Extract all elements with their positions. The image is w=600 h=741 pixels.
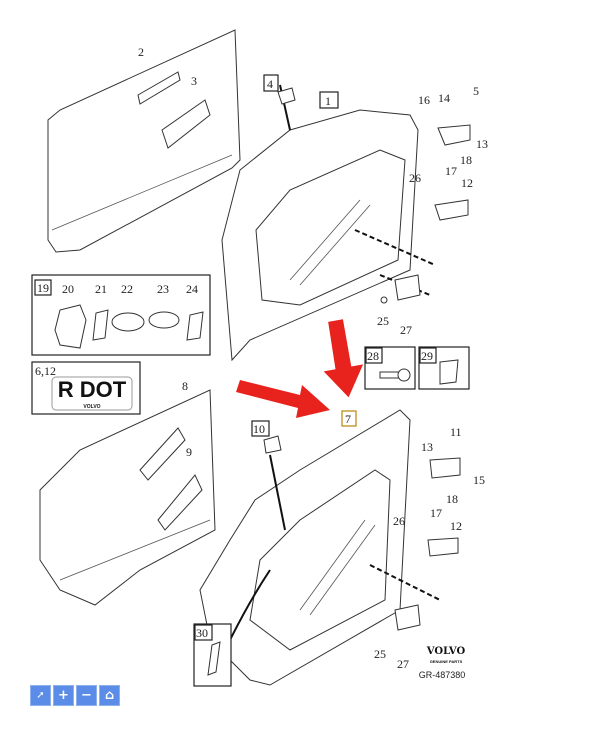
callout-27: 27 xyxy=(400,323,412,337)
zoom-out-button[interactable]: − xyxy=(76,685,97,706)
door-frame-top xyxy=(221,84,436,362)
hinges-top xyxy=(380,124,471,304)
kit-item: 23 xyxy=(157,282,169,296)
zoom-in-button[interactable]: + xyxy=(53,685,74,706)
callout-17: 17 xyxy=(430,506,442,520)
callout-26: 26 xyxy=(409,171,421,185)
zoom-out-icon: − xyxy=(81,688,92,703)
callout-14: 14 xyxy=(438,91,450,105)
red-arrows xyxy=(236,319,364,418)
callout-9: 9 xyxy=(186,445,192,459)
callout-13: 13 xyxy=(421,440,433,454)
brand-sub: GENUINE PARTS xyxy=(430,659,463,664)
callout-17: 17 xyxy=(445,164,457,178)
outer-panel-top xyxy=(47,29,241,253)
label-box-id: 6,12 xyxy=(35,364,56,378)
pointer-icon: ➚ xyxy=(36,690,45,701)
callout-18: 18 xyxy=(446,492,458,506)
callout-25: 25 xyxy=(377,314,389,328)
brand-name: VOLVO xyxy=(426,646,466,657)
callout-15: 15 xyxy=(473,473,485,487)
viewer-toolbar: ➚ + − ⌂ xyxy=(30,685,120,706)
callout-5: 5 xyxy=(473,84,479,98)
callout-8: 8 xyxy=(182,379,188,393)
bottom-callouts: 10 7 13 11 15 18 17 26 12 30 25 27 xyxy=(193,410,485,687)
top-callouts: 2 3 4 1 16 14 5 13 18 17 26 12 25 27 xyxy=(138,45,488,337)
kit-id: 19 xyxy=(37,281,49,295)
brand-ref: GR-487380 xyxy=(419,670,466,680)
callout-13: 13 xyxy=(476,137,488,151)
callout-29: 29 xyxy=(421,349,433,363)
home-button[interactable]: ⌂ xyxy=(99,685,120,706)
callout-30: 30 xyxy=(196,626,208,640)
callout-2: 2 xyxy=(138,45,144,59)
callout-16: 16 xyxy=(418,93,430,107)
kit-item: 22 xyxy=(121,282,133,296)
callout-4: 4 xyxy=(267,77,273,91)
callout-12: 12 xyxy=(450,519,462,533)
pointer-button[interactable]: ➚ xyxy=(30,685,51,706)
outer-panel-bottom: 8 9 xyxy=(39,379,216,606)
callout-3: 3 xyxy=(191,74,197,88)
callout-25: 25 xyxy=(374,647,386,661)
callout-7: 7 xyxy=(345,412,351,426)
home-icon: ⌂ xyxy=(104,688,115,703)
r-dot-label: R DOT xyxy=(58,377,127,402)
callout-26: 26 xyxy=(393,514,405,528)
kit-box: 19 20 21 22 23 24 xyxy=(31,274,211,356)
label-box: 6,12 R DOT VOLVO xyxy=(31,361,141,415)
boxes-28-29: 28 29 xyxy=(364,346,470,390)
zoom-in-icon: + xyxy=(58,688,69,703)
callout-28: 28 xyxy=(367,349,379,363)
callout-1: 1 xyxy=(325,94,331,108)
r-dot-brand: VOLVO xyxy=(83,404,100,410)
kit-item: 20 xyxy=(62,282,74,296)
callout-18: 18 xyxy=(460,153,472,167)
door-frame-bottom xyxy=(199,409,461,686)
callout-12: 12 xyxy=(461,176,473,190)
volvo-brand: VOLVO GENUINE PARTS GR-487380 xyxy=(419,646,466,680)
kit-item: 21 xyxy=(95,282,107,296)
kit-item: 24 xyxy=(186,282,198,296)
callout-27: 27 xyxy=(397,657,409,671)
callout-11: 11 xyxy=(450,425,462,439)
callout-10: 10 xyxy=(253,422,265,436)
